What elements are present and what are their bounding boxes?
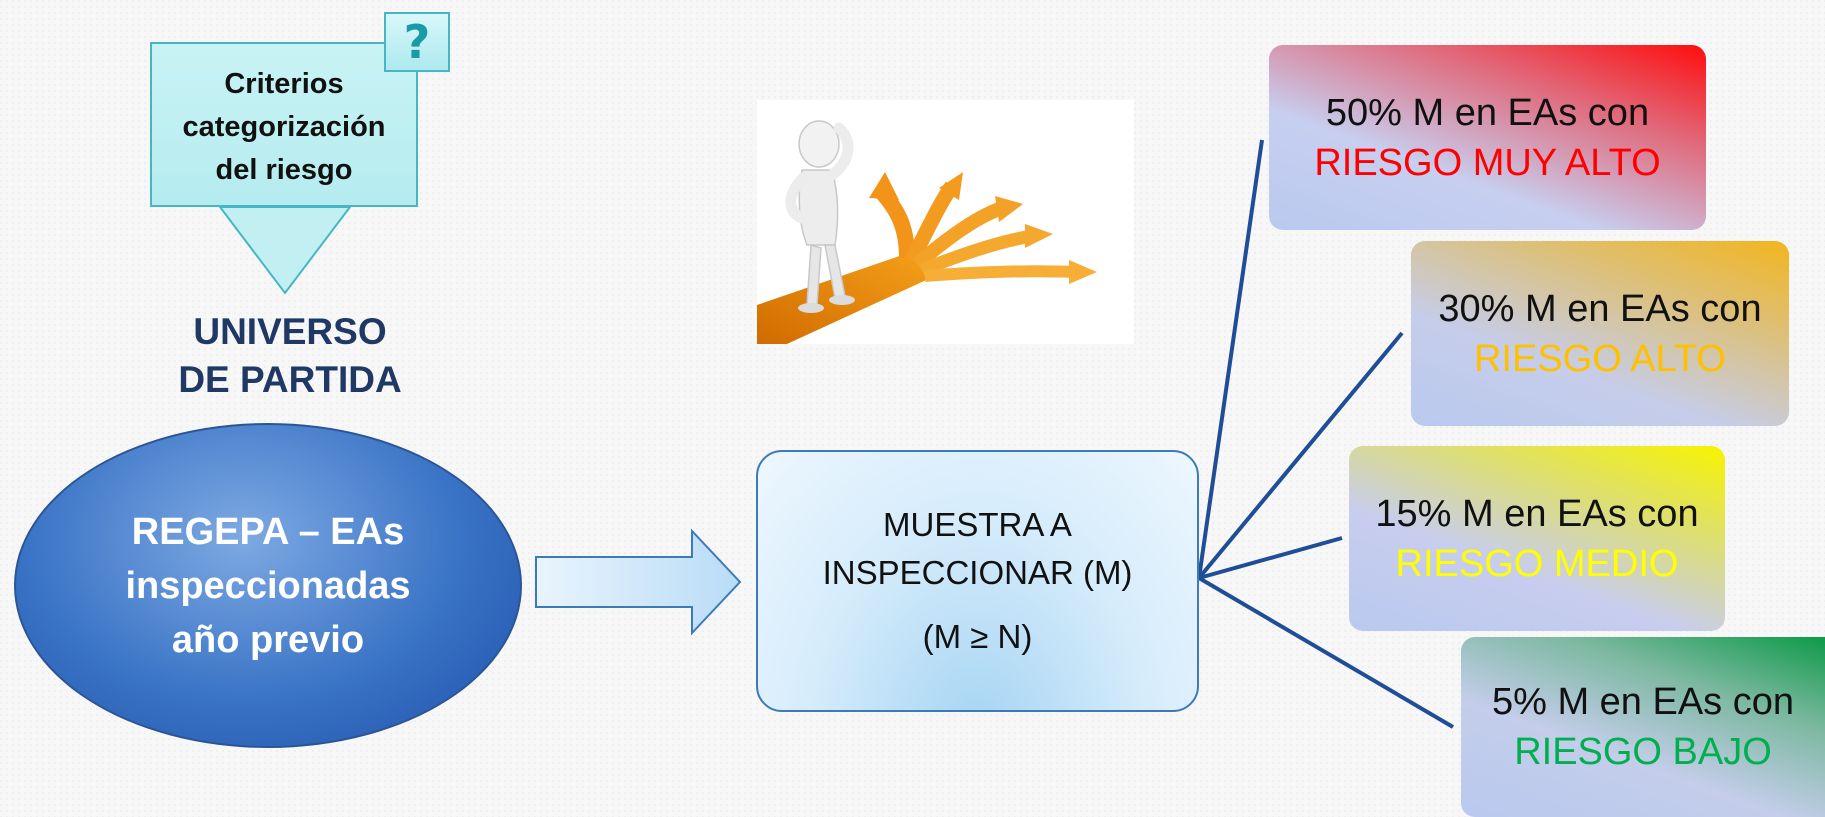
- criteria-line-1: Criterios: [224, 68, 344, 100]
- sample-line-1: MUESTRA A: [883, 506, 1072, 543]
- connector-to-medium: [1198, 536, 1343, 580]
- connector-to-very-high: [1197, 139, 1264, 579]
- risk-box-high: 30% M en EAs con RIESGO ALTO: [1411, 241, 1789, 426]
- risk-share: 50% M en EAs con: [1325, 91, 1650, 134]
- right-arrow-icon: [535, 528, 742, 636]
- sample-condition: (M ≥ N): [922, 618, 1033, 655]
- person-crossroads-arrows-illustration: [757, 100, 1134, 344]
- risk-level: RIESGO BAJO: [1514, 731, 1772, 773]
- universe-title-line-2: DE PARTIDA: [178, 359, 402, 400]
- risk-box-very-high: 50% M en EAs con RIESGO MUY ALTO: [1269, 45, 1706, 230]
- risk-level: RIESGO MEDIO: [1395, 542, 1679, 585]
- question-mark-glyph: ?: [403, 15, 431, 69]
- risk-level: RIESGO MUY ALTO: [1314, 141, 1661, 184]
- source-line-1: REGEPA – EAs: [131, 510, 405, 553]
- risk-box-medium: 15% M en EAs con RIESGO MEDIO: [1349, 446, 1725, 631]
- criteria-line-3: del riesgo: [215, 154, 353, 186]
- risk-level: RIESGO ALTO: [1473, 337, 1726, 380]
- sample-line-2: INSPECCIONAR (M): [822, 554, 1133, 591]
- risk-share: 15% M en EAs con: [1375, 492, 1699, 535]
- connector-to-low: [1197, 576, 1455, 729]
- universe-title: UNIVERSO DE PARTIDA: [140, 308, 440, 404]
- criteria-line-2: categorización: [182, 111, 386, 143]
- risk-share: 5% M en EAs con: [1491, 681, 1795, 723]
- question-mark-icon: ?: [384, 12, 450, 72]
- criteria-callout: Criterios categorización del riesgo: [150, 42, 418, 207]
- sample-box: MUESTRA A INSPECCIONAR (M) (M ≥ N): [756, 450, 1199, 712]
- connector-to-high: [1197, 331, 1404, 580]
- source-population-ellipse: REGEPA – EAs inspeccionadas año previo: [14, 423, 522, 748]
- risk-box-low: 5% M en EAs con RIESGO BAJO: [1461, 637, 1825, 817]
- down-arrow-icon: [218, 206, 352, 295]
- risk-share: 30% M en EAs con: [1438, 287, 1762, 330]
- universe-title-line-1: UNIVERSO: [193, 311, 387, 352]
- source-line-2: inspeccionadas: [125, 564, 411, 607]
- source-line-3: año previo: [171, 618, 365, 661]
